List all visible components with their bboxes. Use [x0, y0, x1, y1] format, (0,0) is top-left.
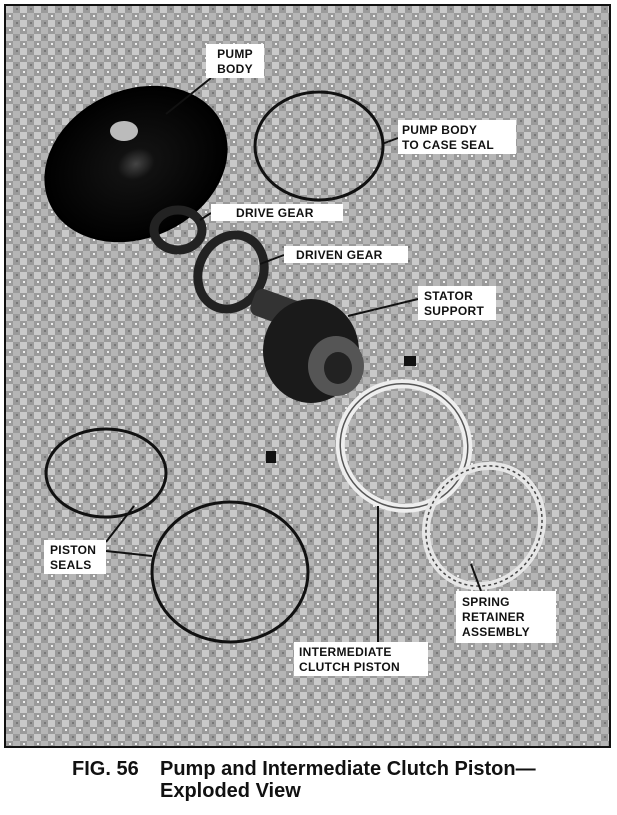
svg-text:ASSEMBLY: ASSEMBLY: [462, 625, 530, 639]
svg-text:BODY: BODY: [217, 62, 253, 76]
svg-text:CLUTCH PISTON: CLUTCH PISTON: [299, 660, 400, 674]
label-stator-support: STATOR SUPPORT: [418, 286, 496, 320]
label-pump-body: PUMP BODY: [206, 44, 264, 78]
svg-text:SPRING: SPRING: [462, 595, 510, 609]
leader-lines: [105, 77, 482, 642]
small-part: [404, 356, 416, 366]
svg-text:PISTON: PISTON: [50, 543, 96, 557]
label-spring-retainer-assembly: SPRING RETAINER ASSEMBLY: [456, 591, 556, 643]
label-pump-body-to-case-seal: PUMP BODY TO CASE SEAL: [398, 120, 516, 154]
svg-text:STATOR: STATOR: [424, 289, 473, 303]
label-intermediate-clutch-piston: INTERMEDIATE CLUTCH PISTON: [294, 642, 428, 676]
figure-caption: FIG. 56 Pump and Intermediate Clutch Pist…: [72, 758, 536, 802]
figure-title-line1: Pump and Intermediate Clutch Piston—: [160, 758, 536, 780]
label-drive-gear: DRIVE GEAR: [211, 204, 343, 221]
driven-gear: [193, 230, 269, 314]
svg-text:DRIVE GEAR: DRIVE GEAR: [236, 206, 314, 220]
drive-gear: [149, 205, 207, 255]
label-piston-seals: PISTON SEALS: [44, 540, 106, 574]
figure-title-line2: Exploded View: [160, 780, 301, 802]
piston-seal-small: [44, 427, 168, 519]
svg-text:PUMP: PUMP: [217, 47, 253, 61]
small-part: [266, 451, 276, 463]
svg-text:TO CASE SEAL: TO CASE SEAL: [402, 138, 494, 152]
svg-text:RETAINER: RETAINER: [462, 610, 525, 624]
piston-seal-large: [150, 500, 310, 644]
svg-text:INTERMEDIATE: INTERMEDIATE: [299, 645, 392, 659]
exploded-view-photo: PUMP BODY PUMP BODY TO CASE SEAL DRIVE G…: [4, 4, 611, 748]
figure-number: FIG. 56: [72, 758, 139, 780]
exploded-view-illustration: PUMP BODY PUMP BODY TO CASE SEAL DRIVE G…: [6, 6, 609, 746]
svg-text:SEALS: SEALS: [50, 558, 92, 572]
svg-text:PUMP BODY: PUMP BODY: [402, 123, 477, 137]
spring-retainer-assembly: [421, 461, 547, 591]
pump-body: [44, 85, 228, 243]
label-driven-gear: DRIVEN GEAR: [284, 246, 408, 263]
svg-text:SUPPORT: SUPPORT: [424, 304, 484, 318]
svg-text:DRIVEN GEAR: DRIVEN GEAR: [296, 248, 383, 262]
pump-body-to-case-seal: [253, 90, 385, 202]
stator-support: [250, 288, 364, 403]
